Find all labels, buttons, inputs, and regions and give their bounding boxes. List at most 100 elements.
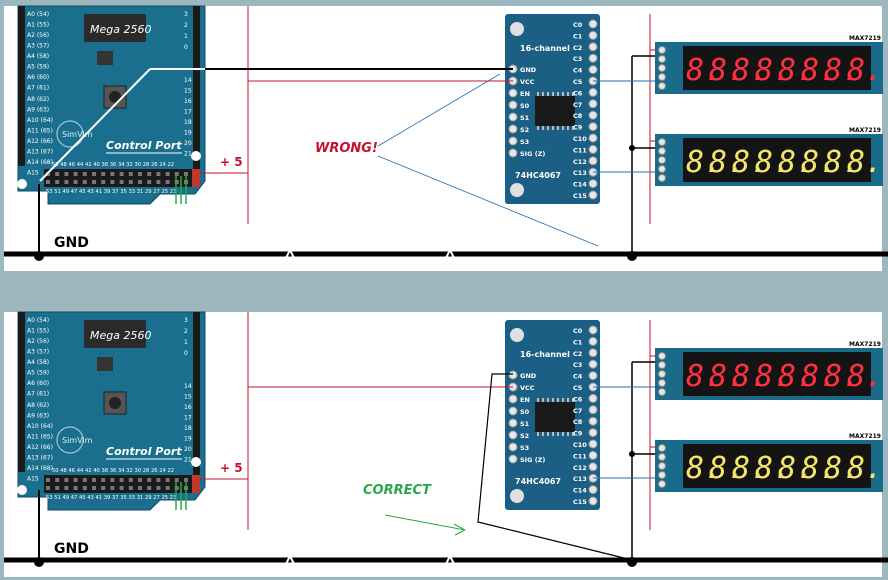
display-digit: 8.	[732, 451, 768, 486]
mux-title: 16-channel	[520, 350, 570, 359]
analog-pin-label: A2 (56)	[27, 32, 49, 39]
mux-right-pin	[588, 393, 598, 403]
display-digit: 8.	[755, 451, 791, 486]
digital-pin-label: 0	[184, 350, 188, 357]
header-pin	[138, 180, 142, 184]
pointer-line	[377, 73, 501, 147]
chip-pin	[547, 92, 549, 96]
chip-pin	[547, 398, 549, 402]
chip-pin	[562, 126, 564, 130]
chip-pin	[572, 126, 574, 130]
analog-pin-label: A3 (57)	[27, 349, 49, 356]
header-pin	[101, 180, 106, 184]
power-pin	[192, 475, 200, 493]
digital-pin-label: 3	[184, 317, 188, 324]
mux-right-pin-label: C4	[573, 67, 583, 75]
mux-right-pin	[588, 110, 598, 120]
header-pin	[64, 478, 69, 482]
header-pin	[174, 180, 179, 184]
digital-header	[193, 312, 200, 487]
digital-pin-label: 18	[184, 119, 192, 126]
header-pin	[73, 486, 78, 490]
display-digit: 8.	[709, 359, 745, 394]
mux-right-pin-label: C3	[573, 361, 582, 369]
mux-right-pin	[588, 416, 598, 426]
display-digit: 8.	[686, 145, 722, 180]
header-pin	[147, 180, 152, 184]
digital-header	[193, 6, 200, 181]
header-pin	[82, 172, 87, 176]
display-digit: 8.	[801, 145, 837, 180]
analog-pin-label: A11 (65)	[27, 434, 53, 441]
mux-mount-hole-icon	[510, 183, 524, 197]
display-digit: 8.	[847, 53, 883, 88]
mux-left-pin-label: EN	[520, 90, 530, 98]
header-pin	[82, 478, 87, 482]
mux-right-pin	[588, 496, 598, 506]
header-pin	[156, 180, 161, 184]
junction-dot-icon	[34, 251, 44, 261]
analog-pin-label: A5 (59)	[27, 370, 49, 377]
header-pin	[174, 486, 179, 490]
mux-right-pin-label: C9	[573, 124, 583, 132]
analog-pin-label: A13 (67)	[27, 455, 53, 462]
mux-left-pin-label: SIG (Z)	[520, 150, 545, 158]
display-digit: 8.	[778, 359, 814, 394]
analog-pin-label: A4 (58)	[27, 359, 49, 366]
mux-chip	[535, 96, 575, 126]
reset-button-icon	[109, 91, 121, 103]
mux-left-pin-label: GND	[520, 66, 537, 74]
mux-right-pin-label: C15	[573, 498, 587, 506]
digital-pin-label: 20	[184, 446, 192, 453]
header-pin	[184, 478, 188, 482]
chip-pin	[552, 92, 554, 96]
mux-right-pin	[588, 156, 598, 166]
chip-pin	[552, 126, 554, 130]
gnd-wire-highlight	[39, 68, 151, 182]
junction-dot-icon	[629, 451, 635, 457]
analog-pin-label: A1 (55)	[27, 328, 49, 335]
chip-pin	[537, 398, 539, 402]
header-pin	[128, 180, 133, 184]
display-window	[683, 352, 871, 396]
analog-pin-label: A15	[27, 170, 39, 177]
header-pin	[110, 486, 115, 490]
display-digit: 8.	[778, 53, 814, 88]
display-pin	[658, 462, 666, 470]
header-pin	[92, 478, 96, 482]
mux-left-pin	[508, 406, 518, 416]
header-pin	[55, 172, 60, 176]
display-digit: 8.	[824, 145, 860, 180]
digital-pin-label: 18	[184, 425, 192, 432]
header-pin	[64, 486, 69, 490]
mux-right-pin-label: C14	[573, 181, 587, 189]
mux-left-pin-label: SIG (Z)	[520, 456, 545, 464]
analog-pin-label: A0 (54)	[27, 11, 49, 18]
display-chip-label: MAX7219	[849, 341, 881, 348]
header-pin	[110, 180, 115, 184]
analog-pin-label: A8 (62)	[27, 96, 49, 103]
mux-right-pin-label: C5	[573, 384, 583, 392]
mux-right-pin-label: C1	[573, 32, 583, 40]
display-pin	[658, 46, 666, 54]
bottom-header	[44, 475, 194, 493]
display-chip-label: MAX7219	[849, 35, 881, 42]
display-pin	[658, 156, 666, 164]
display-digit: 8.	[778, 451, 814, 486]
chip-pin	[572, 92, 574, 96]
display-digit: 8.	[824, 451, 860, 486]
header-pin	[147, 172, 152, 176]
header-pin	[46, 478, 50, 482]
pointer-arrow	[384, 514, 466, 531]
display-digit: 8.	[709, 145, 745, 180]
mux-left-pin	[508, 454, 518, 464]
mux-right-pin-label: C14	[573, 487, 587, 495]
display-digit: 8.	[847, 359, 883, 394]
digital-pin-label: 17	[184, 109, 192, 116]
mux-right-pin	[588, 30, 598, 40]
header-pin	[165, 172, 170, 176]
chip-pin	[547, 126, 549, 130]
